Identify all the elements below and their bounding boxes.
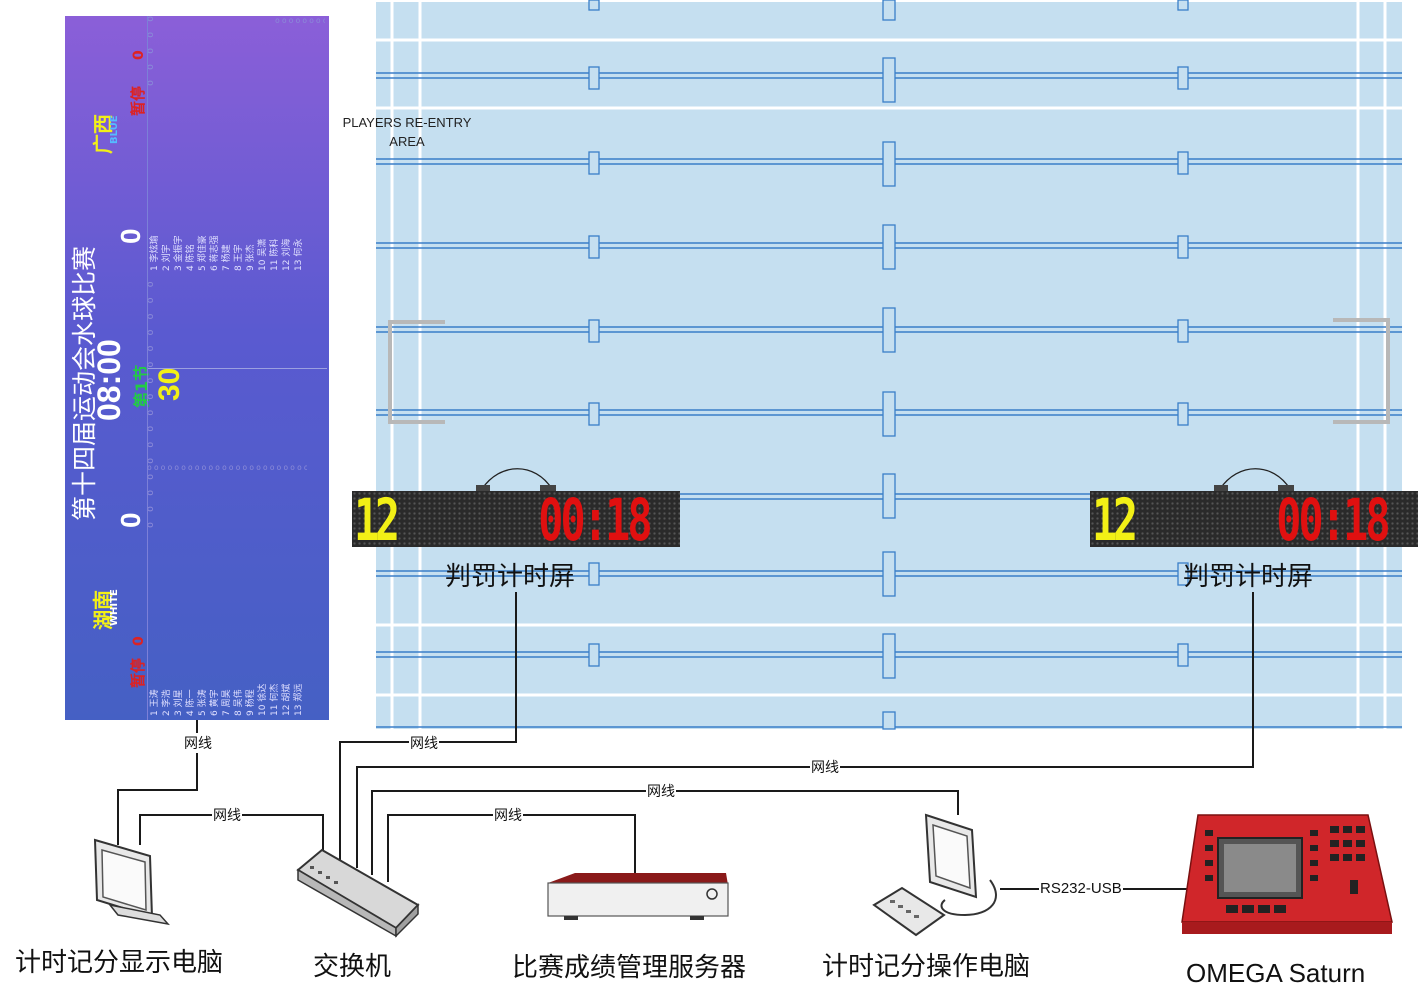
penalty-bracket-right xyxy=(1214,485,1228,491)
cable-label: 网线 xyxy=(212,805,242,825)
omega-saturn-icon xyxy=(1181,814,1393,934)
penalty-number: 12 xyxy=(354,486,400,554)
reentry-label-line2: AREA xyxy=(389,134,425,149)
game-clock: 08:00 xyxy=(91,339,127,421)
reentry-label-line1: PLAYERS RE-ENTRY xyxy=(342,115,472,130)
cable-label: 网线 xyxy=(810,757,840,777)
scoreboard-divider xyxy=(147,368,327,369)
omega-saturn-label: OMEGA Saturn xyxy=(1186,958,1366,988)
pool-water xyxy=(376,2,1402,729)
penalty-screen-left: 12 00:18 xyxy=(352,486,680,554)
cable-label: 网线 xyxy=(409,733,439,753)
display-pc-icon xyxy=(93,838,171,926)
home-score: 0 xyxy=(115,228,146,244)
home-player: 13 何永 xyxy=(294,238,304,271)
goal-left xyxy=(388,320,445,424)
scoreboard-divider-v xyxy=(147,16,148,720)
operator-pc-label: 计时记分操作电脑 xyxy=(822,952,1031,982)
away-score: 0 xyxy=(115,512,146,528)
penalty-time: 00:18 xyxy=(538,486,653,554)
away-color-label: WHITE xyxy=(109,589,120,626)
server-icon xyxy=(547,873,729,920)
operator-pc-icon xyxy=(872,813,997,937)
shot-clock: 30 xyxy=(153,367,186,401)
away-roster: 1 王涛 2 李浩 3 刘星 4 陈一 5 张涛 6 黄宇 7 周昊 8 吴伟 … xyxy=(147,636,307,716)
server-label: 比赛成绩管理服务器 xyxy=(512,953,747,983)
penalty-bracket-left-2 xyxy=(540,485,556,491)
penalty-bracket-right-2 xyxy=(1278,485,1294,491)
switch-icon xyxy=(296,848,420,938)
penalty-bracket-left xyxy=(476,485,490,491)
penalty-screen-right: 12 00:18 xyxy=(1090,486,1418,554)
cable-label: 网线 xyxy=(646,781,676,801)
penalty-time: 00:18 xyxy=(1276,486,1391,554)
pool-white-lines xyxy=(376,2,1402,729)
home-color-label: BLUE xyxy=(109,115,120,144)
home-dots-grid: oooooooooooooooooooooooooooooooooooooooo… xyxy=(275,18,325,25)
serial-cable-label: RS232-USB xyxy=(1039,880,1123,897)
display-pc-label: 计时记分显示电脑 xyxy=(15,948,224,978)
cable-label: 网线 xyxy=(493,805,523,825)
penalty-screen-label-left: 判罚计时屏 xyxy=(445,562,576,592)
away-player: 13 郑远 xyxy=(294,683,304,716)
penalty-cable-left xyxy=(481,468,553,490)
penalty-screen-label-right: 判罚计时屏 xyxy=(1183,562,1314,592)
goal-right xyxy=(1333,318,1390,424)
away-dots-grid: oooooooooooooooooooooooooooooooooooooooo… xyxy=(147,464,307,472)
penalty-cable-right xyxy=(1219,468,1291,490)
away-timeouts-label: 暂停 xyxy=(129,657,147,688)
penalty-number: 12 xyxy=(1092,486,1138,554)
home-timeouts-label: 暂停 xyxy=(129,85,147,116)
away-timeouts: 0 xyxy=(131,636,147,646)
home-roster: 1 李炫瑜 2 刘宇 3 金振宇 4 陈铭 5 郑佳豪 6 蒋志强 7 杨建 8… xyxy=(147,201,307,271)
reentry-area-label: PLAYERS RE-ENTRY AREA xyxy=(340,113,474,151)
scoreboard-display: 第十四届运动会水球比赛 08:00 第1节 30 0 广西 BLUE 暂停 0 … xyxy=(65,16,329,720)
lane-markers xyxy=(588,0,1189,730)
cable-label: 网线 xyxy=(183,733,213,753)
switch-label: 交换机 xyxy=(313,952,392,982)
